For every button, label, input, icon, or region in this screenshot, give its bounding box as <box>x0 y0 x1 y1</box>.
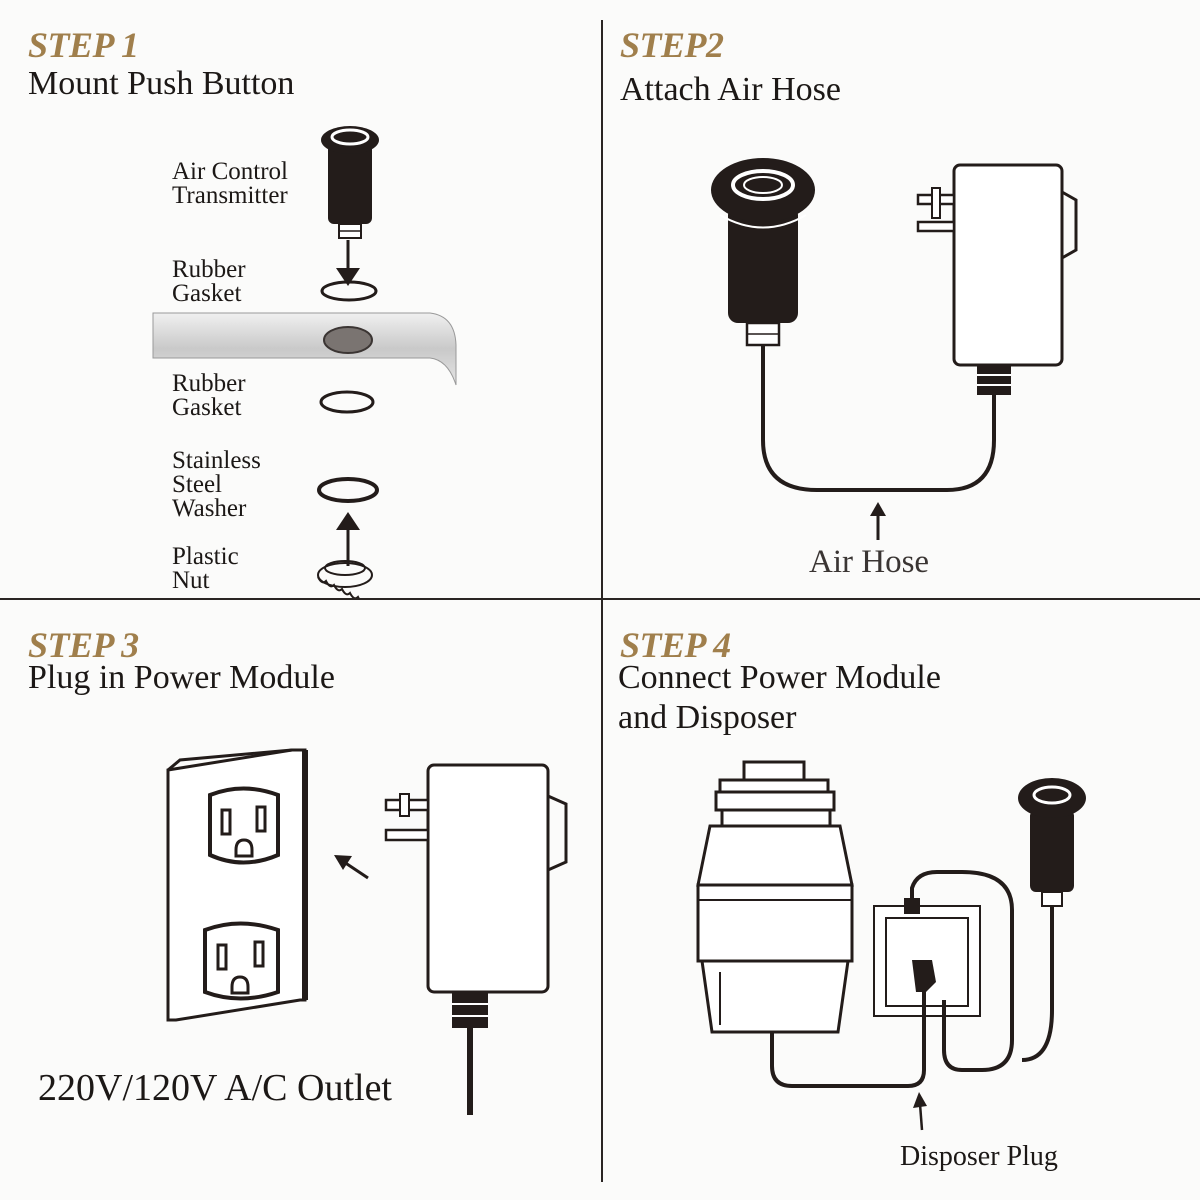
wall-outlet-icon <box>166 748 308 1022</box>
arrow-icon <box>870 502 886 540</box>
power-adapter-icon <box>384 763 568 1115</box>
step-number: STEP 4 <box>620 625 731 665</box>
label-disposer-plug: Disposer Plug <box>900 1141 1058 1172</box>
power-adapter-icon <box>916 163 1078 395</box>
step-number: STEP 3 <box>28 625 139 665</box>
power-module-icon <box>873 898 981 1017</box>
push-button-icon <box>711 158 815 347</box>
step-3-panel: STEP 3 Plug in Power Module <box>0 600 600 1198</box>
disposer-icon <box>696 760 854 1034</box>
sink-edge <box>152 312 457 386</box>
push-button-icon <box>1018 778 1086 907</box>
label-air-hose: Air Hose <box>809 544 930 580</box>
step-title: Mount Push Button <box>28 65 295 102</box>
arrow-icon <box>336 512 360 566</box>
air-hose-line <box>761 345 996 492</box>
push-button-icon <box>321 126 379 239</box>
horizontal-divider <box>0 598 1200 600</box>
step-2-panel: STEP2 Attach Air Hose <box>602 0 1200 598</box>
washer-icon <box>317 477 379 503</box>
step-1-panel: STEP 1 Mount Push Button <box>0 0 600 598</box>
gasket-icon <box>319 390 375 414</box>
label-outlet: 220V/120V A/C Outlet <box>38 1067 392 1109</box>
step-title: Attach Air Hose <box>620 71 841 108</box>
step-1-illustration <box>152 126 457 598</box>
arrow-icon <box>334 855 369 880</box>
step-number: STEP2 <box>620 25 724 65</box>
step-3-illustration <box>166 748 568 1115</box>
step-2-illustration <box>711 158 1078 540</box>
gasket-icon <box>320 280 378 302</box>
step-4-illustration <box>696 760 1086 1131</box>
vertical-divider <box>601 20 603 1182</box>
step-number: STEP 1 <box>28 25 139 65</box>
arrow-icon <box>336 240 360 286</box>
plastic-nut-icon <box>317 560 373 598</box>
arrow-icon <box>913 1092 927 1131</box>
step-title: Plug in Power Module <box>28 659 335 696</box>
